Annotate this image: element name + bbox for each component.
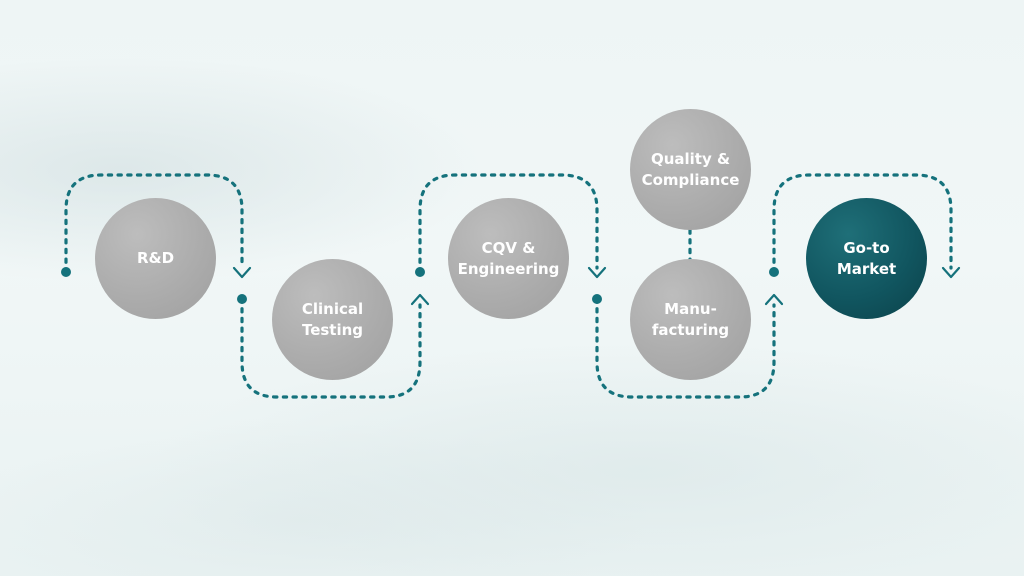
- connector-path: [64, 173, 244, 274]
- stage-go-to-market: Go-to Market: [806, 198, 927, 319]
- connector-rd: [61, 173, 252, 279]
- connector-path: [772, 173, 953, 274]
- arrow-down-icon: [941, 266, 961, 279]
- arrow-up-icon: [410, 293, 430, 306]
- connector-start-dot: [61, 267, 71, 277]
- stage-label: Go-to Market: [836, 238, 897, 278]
- connector-start-dot: [769, 267, 779, 277]
- connector-start-dot: [592, 294, 602, 304]
- connector-path: [595, 297, 776, 399]
- stage-label: R&D: [136, 249, 175, 267]
- connector-path: [418, 173, 599, 274]
- connector-gtm: [769, 173, 961, 279]
- stage-label: Manu- facturing: [651, 299, 730, 339]
- arrow-up-icon: [764, 293, 784, 306]
- stage-label: Clinical Testing: [301, 299, 364, 339]
- connector-cqv: [415, 173, 607, 279]
- connector-start-dot: [415, 267, 425, 277]
- stage-cqv-engineering: CQV & Engineering: [448, 198, 569, 319]
- stage-label: CQV & Engineering: [457, 238, 560, 278]
- connector-start-dot: [237, 294, 247, 304]
- arrow-down-icon: [587, 266, 607, 279]
- stage-quality-compliance: Quality & Compliance: [630, 109, 751, 230]
- stage-label: Quality & Compliance: [641, 149, 740, 189]
- connector-clinical: [237, 293, 430, 399]
- stage-manufacturing: Manu- facturing: [630, 259, 751, 380]
- arrow-down-icon: [232, 266, 252, 279]
- connector-manufacturing: [592, 293, 784, 399]
- connector-path: [240, 297, 422, 399]
- stage-clinical-testing: Clinical Testing: [272, 259, 393, 380]
- stage-rd: R&D: [95, 198, 216, 319]
